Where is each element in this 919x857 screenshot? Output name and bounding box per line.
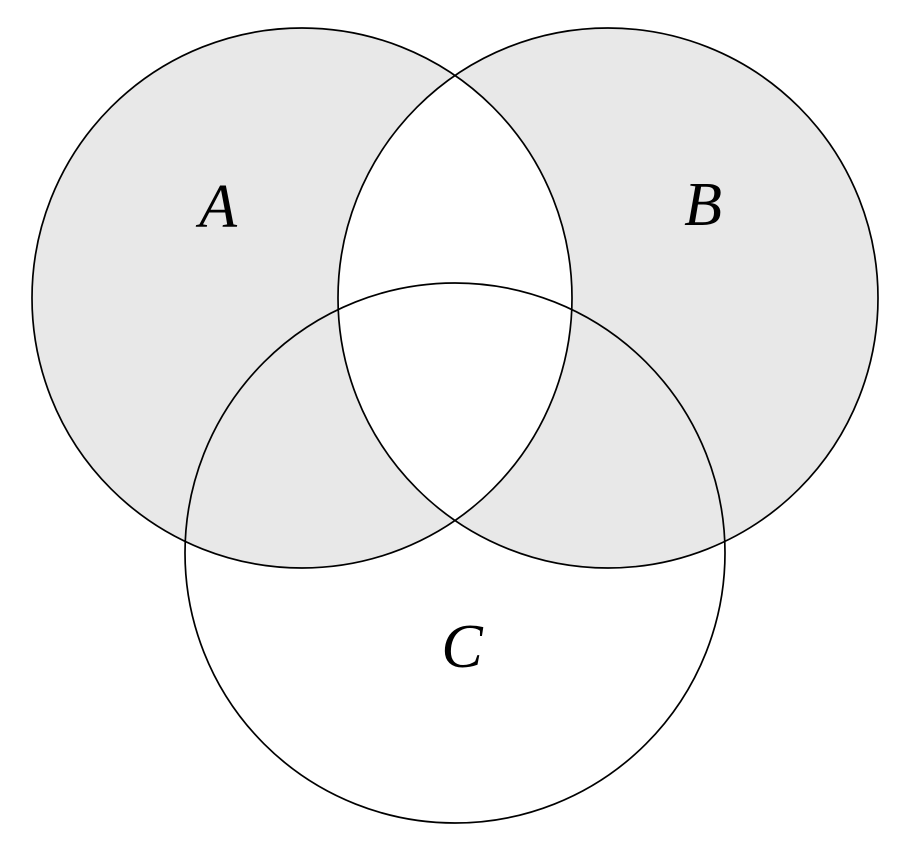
set-label-b: B (684, 171, 722, 239)
circle-c (184, 282, 726, 824)
circle-a (31, 27, 573, 569)
set-label-c: C (441, 613, 483, 681)
set-label-a: A (195, 173, 238, 241)
circle-b (337, 27, 879, 569)
shaded-region-a-xor-b (32, 28, 878, 568)
